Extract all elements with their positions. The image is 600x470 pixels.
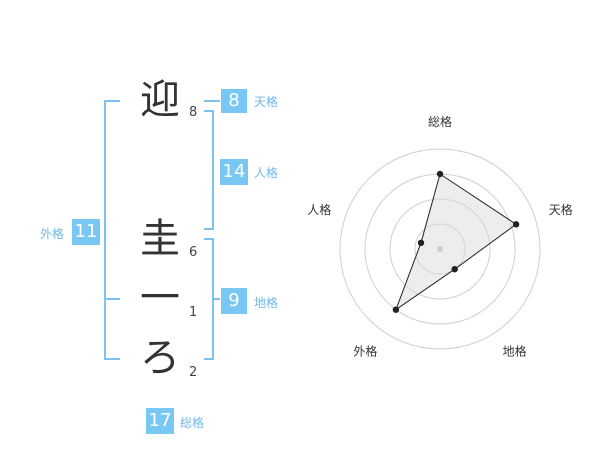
jinkaku-label: 人格: [254, 166, 279, 180]
jinkaku-bracket-top: [204, 110, 214, 112]
gaikaku-bracket-top: [104, 100, 120, 102]
radar-axis-label-4: 外格: [353, 344, 377, 359]
radar-ring-4: [339, 148, 541, 350]
radar-axis-label-1: 総格: [428, 114, 452, 129]
soukaku-value: 17: [146, 408, 174, 434]
radar-series-polygon: [394, 173, 517, 312]
radar-axis-label-2: 天格: [549, 202, 573, 217]
tenkaku-value: 8: [221, 89, 247, 113]
chikaku-bracket-tick: [212, 298, 220, 300]
jinkaku-bracket-bottom: [204, 228, 214, 230]
tenkaku-bracket-tick: [204, 100, 220, 102]
name-char-4: ろ: [140, 335, 180, 381]
radar-axis-label-5: 人格: [307, 202, 331, 217]
radar-point-2: [512, 221, 520, 228]
gaikaku-bracket-vertical: [104, 100, 106, 360]
stroke-count-2: 6: [189, 245, 198, 260]
chikaku-label: 地格: [254, 296, 279, 310]
radar-point-4: [392, 306, 400, 313]
gaikaku-bracket-bottom: [104, 358, 120, 360]
chikaku-bracket-bottom: [204, 358, 214, 360]
name-char-2: 圭: [140, 216, 180, 262]
stroke-count-4: 2: [189, 365, 198, 380]
jinkaku-bracket-vertical: [212, 110, 214, 230]
radar-point-5: [417, 239, 425, 246]
gaikaku-bracket-mid: [104, 298, 120, 300]
radar-ring-2: [389, 198, 491, 300]
gaikaku-value: 11: [72, 219, 100, 245]
stroke-count-1: 8: [189, 105, 198, 120]
tenkaku-label: 天格: [254, 95, 279, 109]
soukaku-label: 総格: [180, 416, 205, 430]
jinkaku-value: 14: [220, 159, 248, 185]
chikaku-bracket-top: [204, 238, 214, 240]
name-char-1: 迎: [140, 77, 180, 123]
chikaku-value: 9: [221, 288, 247, 314]
radar-ring-1: [414, 223, 466, 275]
radar-point-1: [436, 170, 444, 178]
radar-point-3: [451, 266, 458, 273]
stroke-count-3: 1: [189, 305, 198, 320]
radar-center-dot: [437, 246, 443, 252]
radar-axis-label-3: 地格: [503, 344, 527, 359]
gaikaku-label: 外格: [40, 227, 65, 241]
name-char-3: 一: [140, 275, 180, 321]
